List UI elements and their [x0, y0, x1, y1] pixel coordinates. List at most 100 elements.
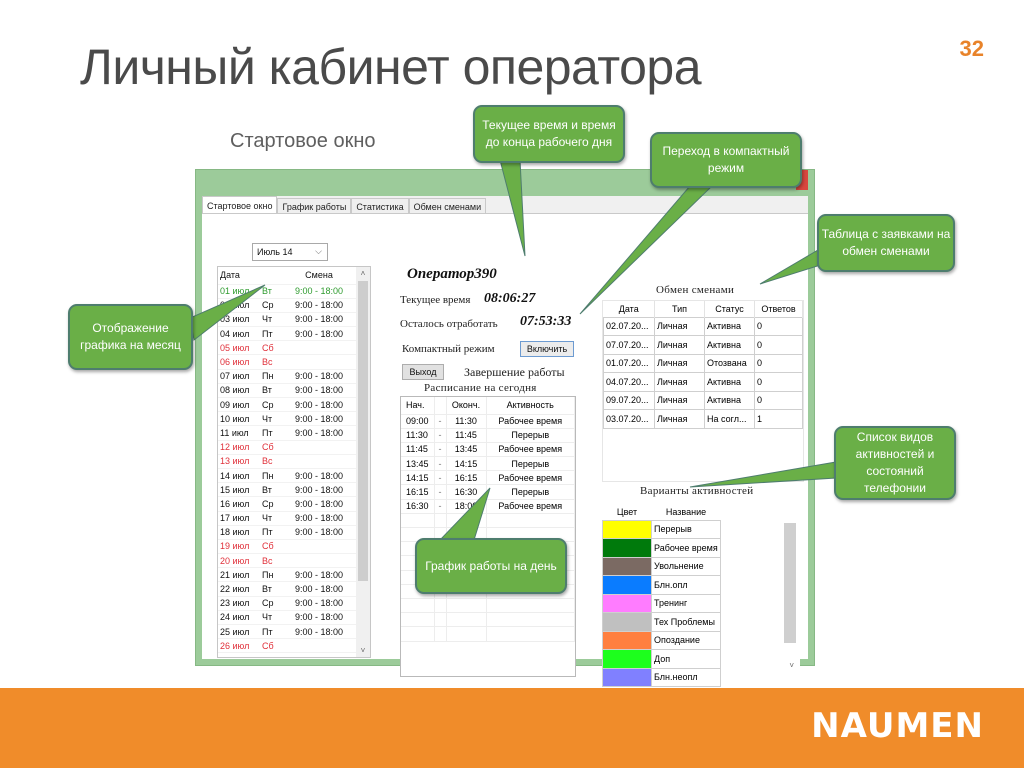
row-shift: 9:00 - 18:00: [282, 411, 356, 427]
compact-mode-button[interactable]: Включить: [520, 341, 574, 357]
activity-row[interactable]: Увольнение: [602, 556, 721, 576]
row-shift: 9:00 - 18:00: [282, 567, 356, 583]
activity-row[interactable]: Блн.неопл: [602, 667, 721, 687]
column-header-end[interactable]: Оконч.: [446, 397, 487, 415]
row-date: 13 июл: [218, 454, 260, 469]
row-shift: 9:00 - 18:00: [282, 312, 356, 328]
row-weekday: Ср: [260, 298, 282, 313]
column-header-status[interactable]: Статус: [704, 301, 755, 317]
month-grid-scrollbar[interactable]: ˄ ˅: [356, 267, 370, 657]
column-header-replies[interactable]: Ответов: [754, 301, 803, 317]
activity-color-swatch: [602, 575, 652, 595]
activities-scrollbar[interactable]: [784, 523, 796, 643]
activity-row[interactable]: Тех Проблемы: [602, 612, 721, 632]
activity-name: Блн.опл: [651, 575, 721, 595]
column-header-date[interactable]: Дата: [603, 301, 655, 317]
row-date: 10 июл: [218, 411, 260, 427]
row-status: На согл...: [704, 409, 755, 429]
row-weekday: Чт: [260, 312, 282, 328]
row-shift: [282, 638, 356, 654]
callout-day: График работы на день: [415, 538, 567, 594]
column-header-date[interactable]: Дата: [218, 267, 260, 285]
row-type: Личная: [654, 335, 705, 355]
column-header-color[interactable]: Цвет: [616, 506, 638, 517]
column-header-type[interactable]: Тип: [654, 301, 705, 317]
activity-row[interactable]: Перерыв: [602, 519, 721, 539]
row-shift: 9:00 - 18:00: [282, 596, 356, 611]
row-start: 11:30: [401, 428, 435, 443]
row-weekday: Вт: [260, 284, 282, 299]
tab-start-window[interactable]: Стартовое окно: [202, 196, 278, 214]
activity-row[interactable]: Тренинг: [602, 593, 721, 613]
scroll-thumb[interactable]: [358, 281, 368, 581]
row-date: 11 июл: [218, 425, 260, 441]
month-select[interactable]: Июль 14 ⌵: [252, 243, 328, 261]
tab-work-schedule[interactable]: График работы: [277, 198, 352, 214]
exit-button[interactable]: Выход: [402, 364, 444, 380]
chevron-down-icon: ⌵: [315, 246, 322, 256]
row-weekday: Сб: [260, 440, 282, 455]
tab-shift-exchange[interactable]: Обмен сменами: [408, 198, 487, 214]
activity-row[interactable]: Рабочее время: [602, 538, 721, 558]
row-date: 03 июл: [218, 312, 260, 328]
remaining-time-label: Осталось отработать: [400, 318, 498, 330]
day-schedule-title: Расписание на сегодня: [424, 382, 537, 394]
column-header-name[interactable]: Название: [665, 506, 707, 517]
activity-row[interactable]: Блн.опл: [602, 575, 721, 595]
scroll-down-arrow-icon[interactable]: ˅: [789, 661, 794, 670]
row-status: Активна: [704, 316, 755, 336]
tab-statistics[interactable]: Статистика: [351, 198, 409, 214]
scroll-up-arrow-icon[interactable]: ˄: [360, 269, 366, 278]
column-header-activity[interactable]: Активность: [486, 397, 575, 415]
activity-row[interactable]: Опоздание: [602, 630, 721, 650]
column-header-start[interactable]: Нач.: [401, 397, 435, 415]
scroll-down-arrow-icon[interactable]: ˅: [360, 646, 366, 655]
column-header-day: [260, 267, 282, 285]
shift-exchange-panel: Дата Тип Статус Ответов 02.07.20...Лична…: [602, 300, 804, 482]
row-weekday: Вт: [260, 581, 282, 597]
column-header-shift[interactable]: Смена: [282, 267, 356, 285]
activity-row[interactable]: Доп: [602, 649, 721, 669]
row-shift: [282, 354, 356, 370]
